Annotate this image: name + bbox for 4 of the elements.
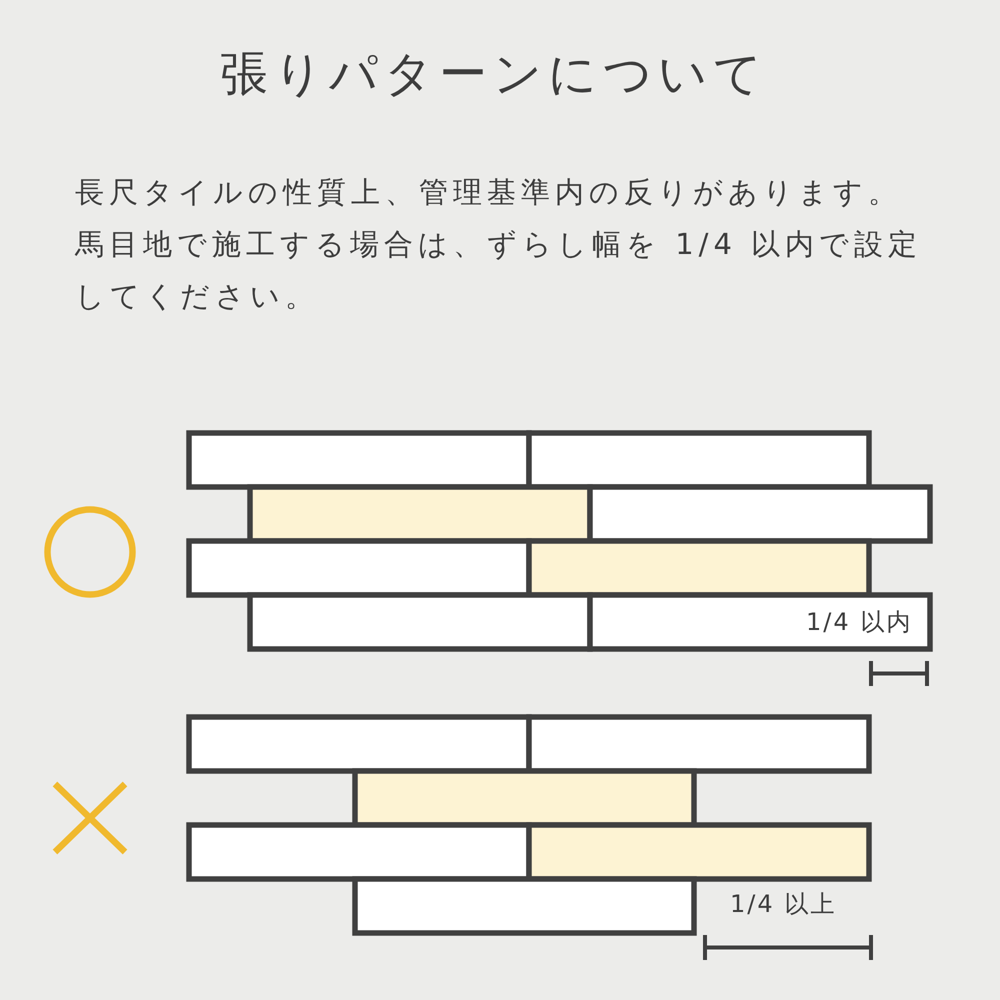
dimension-label: 1/4 以内 [806,607,912,637]
heading: 張りパターンについて [220,45,768,104]
body-text: 長尺タイルの性質上、管理基準内の反りがあります。馬目地で施工する場合は、ずらし幅を 1/4 以内で設定してください。 [75,174,924,315]
dimension-label: 1/4 以上 [730,889,836,919]
